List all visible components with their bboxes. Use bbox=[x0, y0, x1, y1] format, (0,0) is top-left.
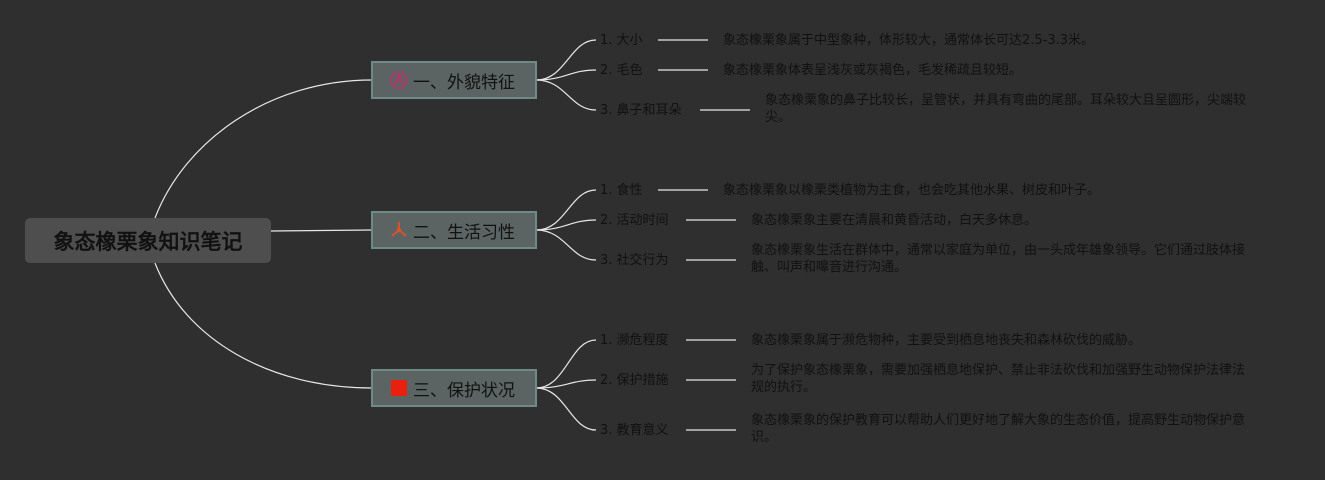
leaf-description: 象态橡栗象属于中型象种，体形较大，通常体长可达2.5-3.3米。 bbox=[723, 33, 1095, 48]
leaf-label[interactable]: 3. 社交行为 bbox=[600, 253, 669, 268]
branch-title: 三、保护状况 bbox=[413, 380, 515, 401]
root-to-branch-1-line bbox=[154, 79, 373, 219]
flower-icon bbox=[389, 70, 409, 90]
branch-node-appearance[interactable]: 一、外貌特征 bbox=[371, 61, 537, 99]
leaf-label[interactable]: 3. 鼻子和耳朵 bbox=[600, 103, 682, 118]
leaf-label[interactable]: 2. 保护措施 bbox=[600, 373, 669, 388]
leaf-label[interactable]: 1. 大小 bbox=[600, 33, 643, 48]
branch-node-habits[interactable]: 二、生活习性 bbox=[371, 211, 537, 249]
leaf-description: 象态橡栗象的鼻子比较长，呈管状，并具有弯曲的尾部。耳朵较大且呈圆形，尖端较尖。 bbox=[765, 93, 1247, 125]
branch-title: 一、外貌特征 bbox=[413, 72, 515, 93]
leaf-label[interactable]: 1. 濒危程度 bbox=[600, 333, 669, 348]
branch-2-leaf-2-line bbox=[535, 219, 597, 231]
branch-3-leaf-3-line bbox=[535, 387, 597, 431]
leaf-description: 象态橡栗象属于濒危物种，主要受到栖息地丧失和森林砍伐的威胁。 bbox=[751, 333, 1142, 348]
leaf-label[interactable]: 2. 毛色 bbox=[600, 63, 643, 78]
leaf-description: 为了保护象态橡栗象，需要加强栖息地保护、禁止非法砍伐和加强野生动物保护法律法规的… bbox=[751, 363, 1246, 395]
leaf-description: 象态橡栗象体表呈浅灰或灰褐色，毛发稀疏且较短。 bbox=[723, 63, 1023, 78]
branch-1-leaf-3-line bbox=[535, 79, 597, 111]
branch-3-leaf-2-line bbox=[535, 379, 597, 389]
root-title: 象态橡栗象知识笔记 bbox=[53, 229, 243, 254]
branch-node-protection[interactable]: 三、保护状况 bbox=[371, 369, 537, 407]
leaf-description: 象态橡栗象生活在群体中，通常以家庭为单位，由一头成年雄象领导。它们通过肢体接触、… bbox=[751, 243, 1246, 275]
branch-2-leaf-3-line bbox=[535, 229, 597, 261]
root-to-branch-2-line bbox=[270, 229, 373, 232]
branch-1-leaf-1-line bbox=[535, 39, 597, 81]
root-node[interactable]: 象态橡栗象知识笔记 bbox=[25, 218, 271, 263]
leaf-description: 象态橡栗象主要在清晨和黄昏活动，白天多休息。 bbox=[751, 213, 1038, 228]
leaf-label[interactable]: 3. 教育意义 bbox=[600, 423, 669, 438]
branch-1-leaf-2-line bbox=[535, 69, 597, 81]
branch-title: 二、生活习性 bbox=[413, 222, 515, 243]
red-square-icon bbox=[389, 378, 409, 398]
leaf-description: 象态橡栗象以橡栗类植物为主食，也会吃其他水果、树皮和叶子。 bbox=[723, 183, 1101, 198]
branch-2-leaf-1-line bbox=[535, 189, 597, 231]
tripod-icon bbox=[389, 220, 409, 240]
root-to-branch-3-line bbox=[154, 262, 373, 389]
leaf-label[interactable]: 2. 活动时间 bbox=[600, 213, 669, 228]
leaf-label[interactable]: 1. 食性 bbox=[600, 183, 643, 198]
leaf-description: 象态橡栗象的保护教育可以帮助人们更好地了解大象的生态价值，提高野生动物保护意识。 bbox=[751, 413, 1246, 445]
branch-3-leaf-1-line bbox=[535, 339, 597, 389]
